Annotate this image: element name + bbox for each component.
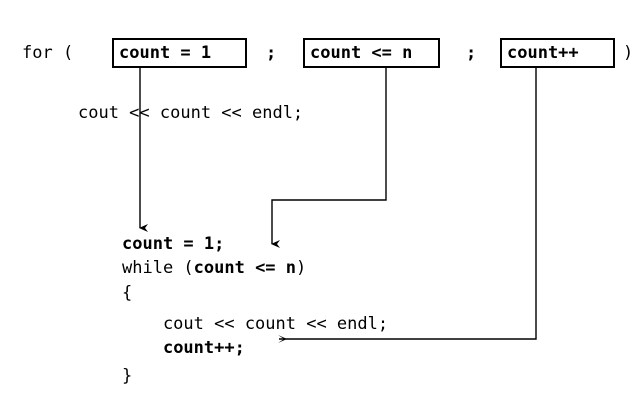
- for-condition-text: count <= n: [310, 43, 413, 63]
- for-init-text: count = 1: [119, 43, 212, 63]
- increment-indent: [122, 338, 163, 358]
- while-keyword: while (: [122, 258, 194, 278]
- while-block-line-6: }: [122, 368, 132, 385]
- for-separator-2: ;: [466, 43, 477, 63]
- while-block-line-5: count++;: [122, 340, 245, 357]
- while-block-line-3: {: [122, 285, 132, 302]
- while-close-paren: ): [296, 258, 307, 278]
- increment-statement: count++;: [162, 338, 245, 358]
- for-init-box[interactable]: count = 1: [112, 38, 247, 68]
- open-brace: {: [122, 283, 133, 303]
- while-condition: count <= n: [193, 258, 297, 278]
- cout-statement: cout << count << endl;: [122, 314, 389, 334]
- close-brace: }: [122, 366, 133, 386]
- init-statement: count = 1;: [122, 234, 225, 254]
- update-arrow: [278, 68, 537, 343]
- for-update-text: count++: [507, 43, 579, 63]
- for-update-box[interactable]: count++: [500, 38, 615, 68]
- while-block-line-2: while (count <= n): [122, 260, 306, 277]
- for-keyword: for (: [22, 43, 74, 63]
- for-condition-box[interactable]: count <= n: [303, 38, 440, 68]
- for-separator-1: ;: [266, 43, 277, 63]
- for-close-paren: ): [623, 43, 634, 63]
- while-block-line-1: count = 1;: [122, 236, 224, 253]
- condition-arrow: [271, 68, 387, 248]
- for-body-statement: cout << count << endl;: [78, 103, 304, 123]
- while-block-line-4: cout << count << endl;: [122, 316, 388, 333]
